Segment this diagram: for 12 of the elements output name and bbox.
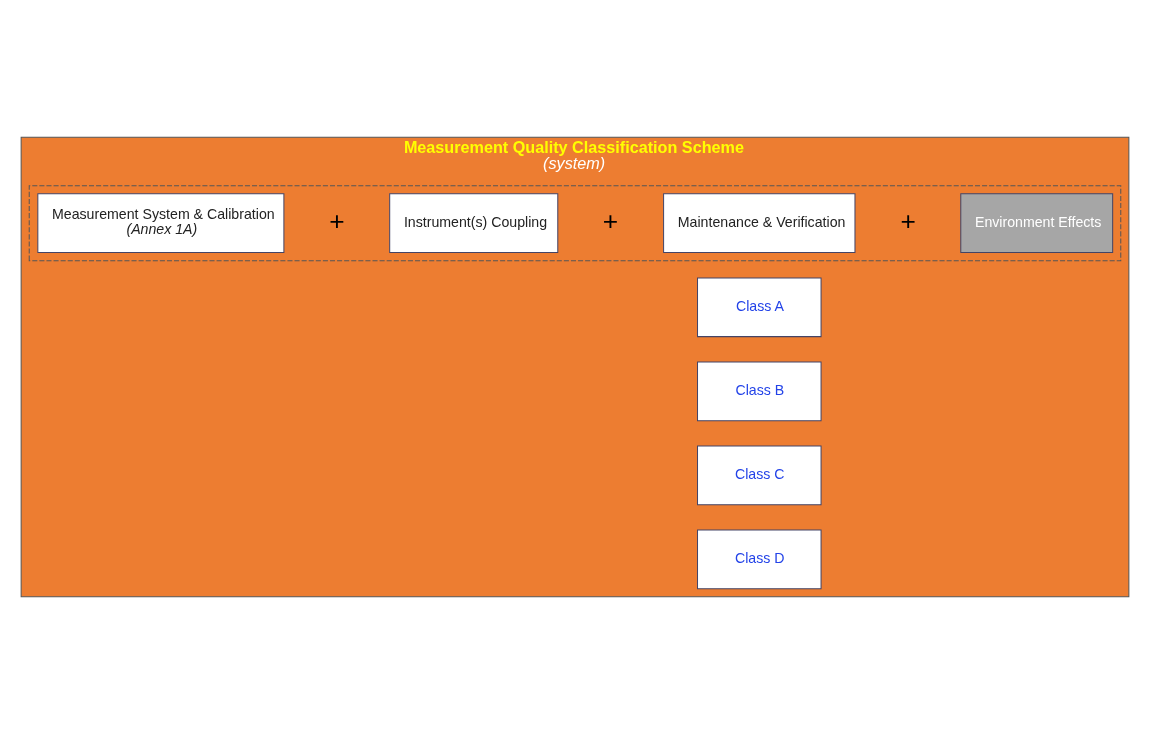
- node-box: Class B: [697, 361, 822, 422]
- node-box: Measurement System & Calibration (Annex 1A): [37, 193, 285, 254]
- node-box: Class D: [697, 529, 822, 590]
- label: +: [900, 205, 916, 236]
- cluster: [28, 185, 1122, 262]
- node-box: Maintenance & Verification: [663, 193, 856, 254]
- label: +: [602, 205, 619, 236]
- node-box: Class C: [697, 445, 822, 506]
- node-box: Environment Effects: [960, 193, 1114, 254]
- node-box: Class A: [697, 277, 822, 338]
- node-box: Instrument(s) Coupling: [389, 193, 559, 254]
- label: +: [329, 205, 345, 236]
